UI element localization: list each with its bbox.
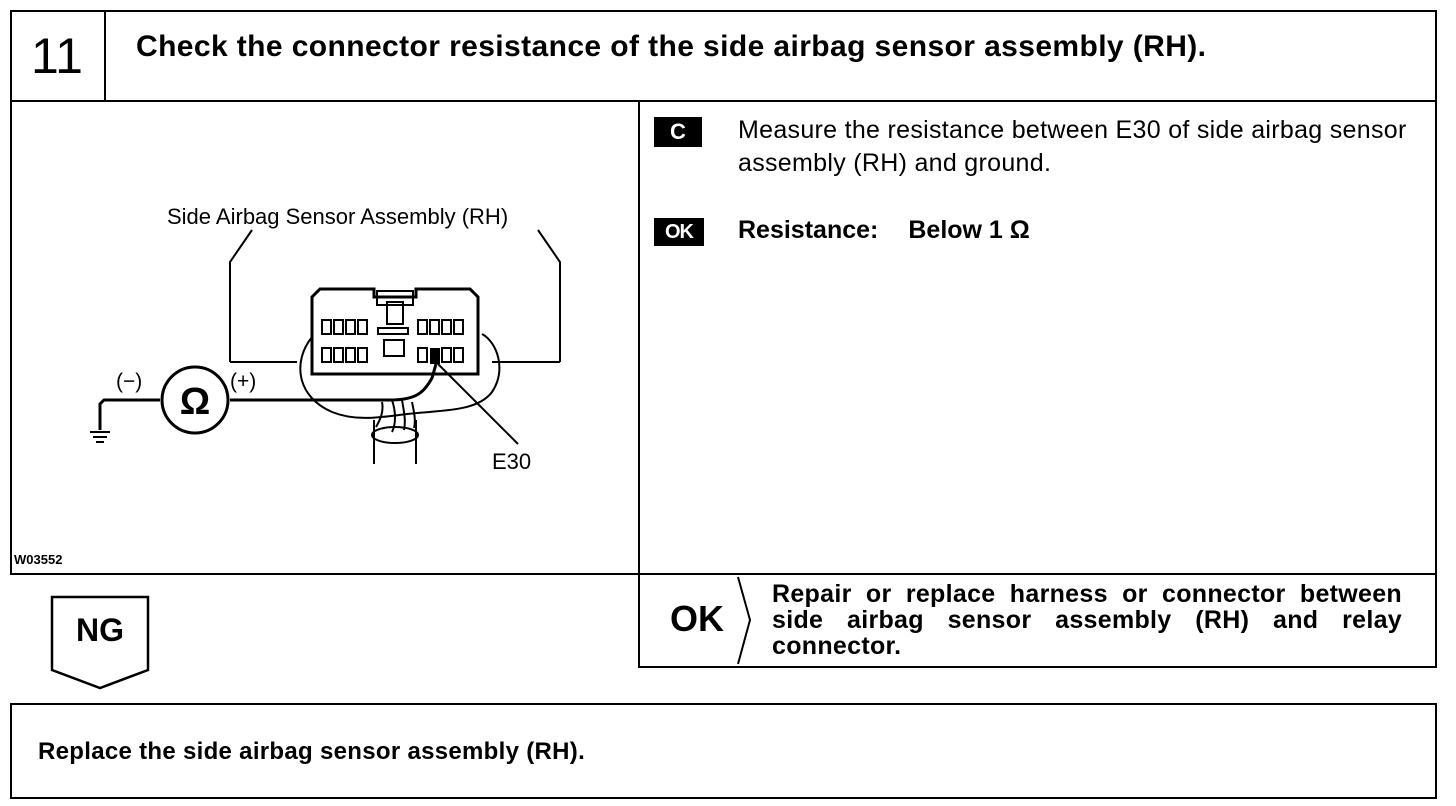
ok-spec-badge: OK: [654, 218, 704, 246]
assembly-leader-left: [229, 229, 253, 362]
step-title: Check the connector resistance of the si…: [136, 30, 1207, 63]
ok-result-box: [638, 573, 1437, 668]
chevron-right-icon: [737, 576, 752, 665]
column-divider: [638, 100, 640, 668]
terminal-cavities: [321, 319, 464, 363]
ng-label: NG: [76, 612, 124, 648]
terminal-e30: [430, 348, 440, 364]
spec-value: Below 1 Ω: [908, 216, 1030, 244]
resistance-spec: Resistance: Below 1 Ω: [738, 216, 1030, 245]
component-label: Side Airbag Sensor Assembly (RH): [167, 204, 508, 229]
ok-result-text: Repair or replace harness or connector b…: [772, 580, 1402, 660]
assembly-leader-right: [537, 229, 561, 362]
negative-label: (−): [116, 370, 142, 393]
figure-id: W03552: [14, 552, 63, 567]
harness-outline: [299, 333, 501, 419]
harness-wires: [375, 399, 416, 433]
terminal-leader: [437, 363, 519, 445]
harness-cable: [373, 420, 417, 464]
instruction-text: Measure the resistance between E30 of si…: [738, 116, 1407, 177]
ohmmeter-symbol: Ω: [180, 381, 210, 423]
positive-label: (+): [230, 370, 256, 393]
ng-result-box: [10, 703, 1437, 799]
positive-probe-lead: [230, 363, 438, 402]
ground-symbol-icon: [90, 431, 110, 443]
connector-body: [310, 287, 480, 376]
ng-result-text: Replace the side airbag sensor assembly …: [38, 738, 586, 765]
spec-label: Resistance:: [738, 216, 879, 244]
condition-badge: C: [654, 117, 702, 147]
ohmmeter-icon: [160, 365, 230, 435]
terminal-label: E30: [492, 449, 531, 474]
ng-arrow-icon: [50, 595, 150, 690]
harness-band: [371, 426, 419, 444]
negative-probe-lead: [98, 398, 160, 430]
step-number: 11: [10, 10, 106, 102]
connector-diagram: Ω Side Airbag Sensor Assembly (RH) (−) (…: [90, 204, 561, 474]
ok-result-label: OK: [670, 598, 724, 639]
